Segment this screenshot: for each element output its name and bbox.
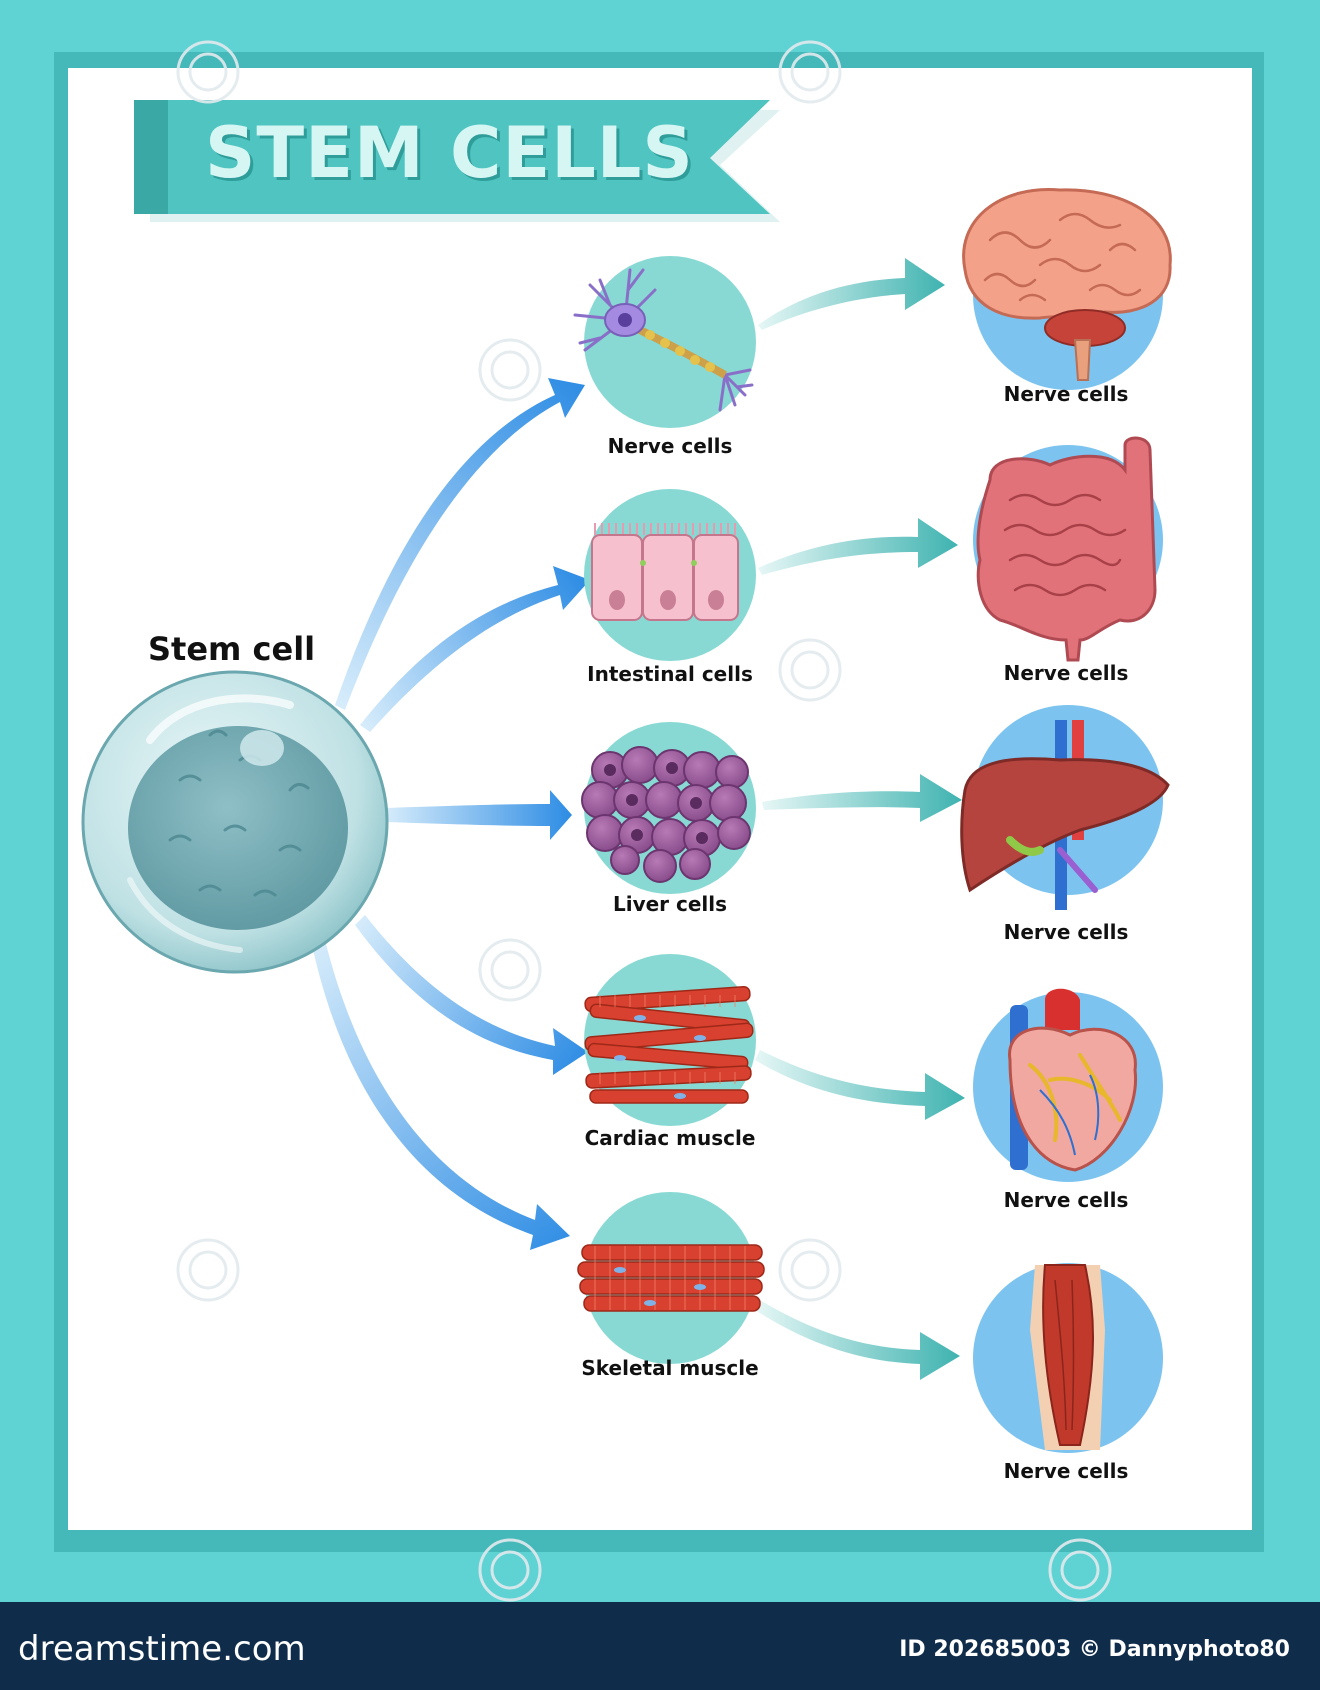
title-banner: [134, 100, 780, 222]
organ-label-heart: Nerve cells: [1003, 1188, 1129, 1212]
arrow-to-skeletal-muscle: [312, 940, 570, 1250]
liver-cells-illustration: [581, 722, 756, 894]
intestinal-cells-illustration: [584, 489, 756, 661]
arrow-skeletal-to-leg: [755, 1300, 960, 1380]
cell-to-organ-arrows: [755, 258, 965, 1380]
organ-label-leg: Nerve cells: [1003, 1459, 1129, 1483]
footer-brand[interactable]: dreamstime.com: [18, 1629, 306, 1669]
page-title: STEM CELLS: [205, 112, 694, 194]
arrow-liver-to-liver: [762, 774, 962, 822]
organ-label-intestine: Nerve cells: [1003, 661, 1129, 685]
diagram-svg: [81, 40, 1172, 1602]
nerve-cells-illustration: [573, 256, 756, 428]
intestine-illustration: [973, 436, 1163, 662]
cell-label-liver: Liver cells: [612, 892, 728, 916]
leg-muscle-illustration: [973, 1263, 1163, 1453]
cardiac-muscle-illustration: [584, 954, 756, 1126]
stem-cell-label: Stem cell: [148, 630, 316, 668]
watermark-group: [176, 40, 1112, 1602]
arrow-nerve-to-brain: [758, 258, 945, 330]
skeletal-muscle-illustration: [577, 1192, 765, 1364]
brain-illustration: [962, 188, 1172, 390]
arrow-to-liver-cells: [385, 790, 572, 840]
liver-illustration: [960, 705, 1170, 910]
arrow-to-nerve-cells: [335, 378, 585, 710]
heart-illustration: [973, 988, 1163, 1182]
footer-image-id: ID 202685003 © Dannyphoto80: [899, 1637, 1290, 1662]
organ-label-liver: Nerve cells: [1003, 920, 1129, 944]
stem-to-cell-arrows: [312, 378, 590, 1250]
arrow-cardiac-to-heart: [755, 1050, 965, 1120]
cell-label-intestinal: Intestinal cells: [587, 662, 753, 686]
arrow-to-intestinal-cells: [360, 566, 590, 732]
organ-label-brain: Nerve cells: [1003, 382, 1129, 406]
cell-label-cardiac: Cardiac muscle: [584, 1126, 756, 1150]
footer-bar: [0, 1602, 1320, 1690]
cell-label-skeletal: Skeletal muscle: [581, 1356, 759, 1380]
cell-label-nerve: Nerve cells: [607, 434, 733, 458]
arrow-to-cardiac-muscle: [355, 915, 588, 1075]
arrow-intestinal-to-intestine: [758, 518, 958, 575]
stem-cell-illustration: [81, 670, 389, 974]
